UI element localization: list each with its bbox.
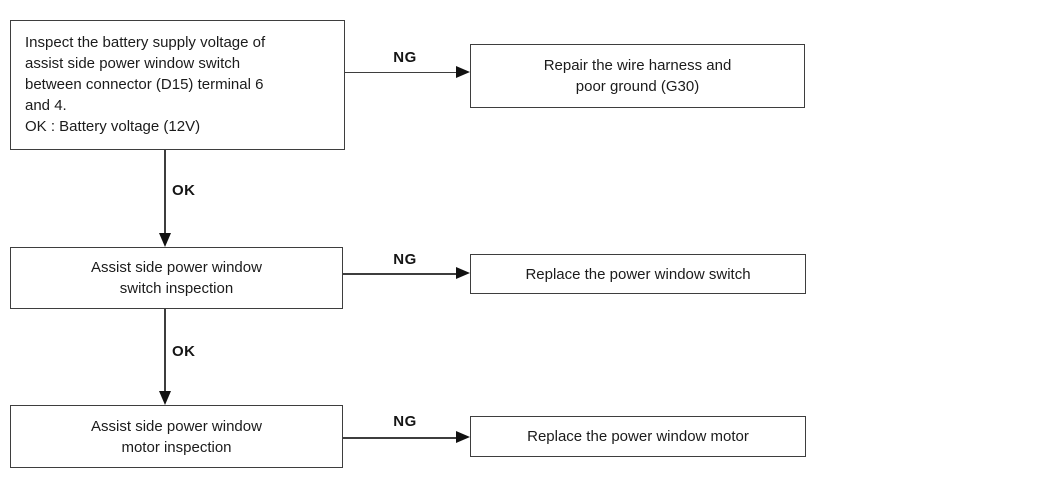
step-box-motor-inspection: Assist side power window motor inspectio…: [10, 405, 343, 468]
step-box-battery-voltage-inspection: Inspect the battery supply voltage of as…: [10, 20, 345, 150]
arrow-down-icon: [158, 233, 171, 247]
result-box-replace-window-switch: Replace the power window switch: [470, 254, 806, 294]
ng-branch-label-3: NG: [393, 413, 417, 430]
ng-connector-line-1: [345, 71, 457, 73]
ok-connector-line-2: [164, 309, 166, 392]
ok-branch-label-2: OK: [172, 343, 196, 360]
ng-connector-line-2: [343, 273, 457, 275]
arrow-right-icon: [456, 65, 470, 78]
result-box-repair-wire-harness: Repair the wire harness and poor ground …: [470, 44, 805, 108]
ng-branch-label-1: NG: [393, 49, 417, 66]
arrow-right-icon: [456, 431, 470, 443]
arrow-right-icon: [456, 267, 470, 279]
result-box-replace-window-motor: Replace the power window motor: [470, 416, 806, 457]
ng-branch-label-2: NG: [393, 251, 417, 268]
ng-connector-line-3: [343, 437, 457, 439]
ok-branch-label-1: OK: [172, 182, 196, 199]
ok-connector-line-1: [164, 150, 166, 235]
arrow-down-icon: [158, 391, 171, 405]
step-box-switch-inspection: Assist side power window switch inspecti…: [10, 247, 343, 309]
